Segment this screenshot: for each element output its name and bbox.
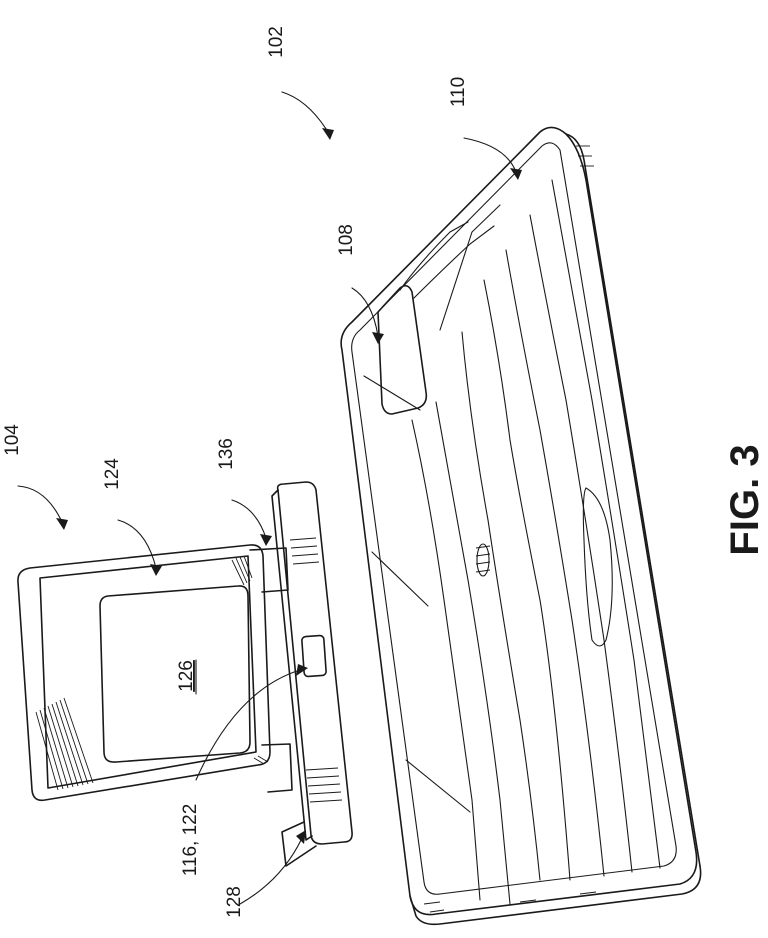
label-102: 102 — [266, 26, 287, 58]
leader-104 — [17, 485, 63, 523]
stand-hinge-tab-upper — [249, 547, 289, 593]
cover-trackpad — [582, 487, 613, 647]
figure-caption: FIG. 3 — [723, 444, 767, 555]
stand-window-126 — [99, 585, 251, 763]
leader-108 — [351, 287, 379, 337]
label-116-122: 116, 122 — [180, 804, 201, 877]
label-104: 104 — [2, 424, 23, 456]
connector-bar-hatching — [289, 537, 343, 803]
label-128: 128 — [224, 886, 245, 918]
connector-foot-128 — [281, 821, 317, 867]
label-136: 136 — [216, 438, 237, 470]
key-region-108 — [377, 284, 428, 415]
arrowhead-128 — [296, 830, 306, 844]
label-110: 110 — [448, 77, 469, 107]
arrowhead-108 — [372, 332, 384, 344]
cover-back-edge — [565, 133, 701, 867]
label-124: 124 — [102, 458, 123, 490]
cover-hinge-hatching — [475, 545, 491, 573]
stand-hatching — [35, 555, 269, 791]
label-126: 126 — [176, 660, 197, 692]
connector-bar-edge — [271, 489, 313, 841]
stand-assembly — [17, 544, 293, 802]
leader-128 — [239, 837, 303, 905]
stand-frame-inner-edge — [39, 555, 257, 789]
arrowhead-102 — [322, 128, 334, 140]
cover-side-edge — [409, 865, 702, 926]
cover-hatching — [423, 145, 597, 913]
leader-116-122 — [195, 669, 301, 781]
leader-102 — [281, 91, 329, 133]
cover-inner-border — [351, 142, 677, 895]
leader-110 — [463, 137, 517, 173]
cover-outer-top — [340, 126, 698, 916]
label-108: 108 — [336, 224, 357, 256]
arrowhead-116-122 — [296, 664, 308, 676]
leader-136 — [231, 499, 267, 539]
arrowhead-136 — [260, 534, 272, 546]
connector-port — [301, 634, 327, 678]
stand-frame-outer — [17, 544, 271, 802]
arrowhead-124 — [150, 564, 162, 576]
arrowhead-110 — [510, 168, 522, 180]
keyboard-cover — [340, 126, 702, 926]
stand-hinge-tab-lower — [261, 743, 293, 793]
arrowhead-104 — [56, 518, 68, 530]
connector-bar-body — [276, 481, 353, 845]
reference-numerals: 102 110 108 104 124 136 126 116, 122 128… — [2, 26, 767, 918]
leader-lines — [17, 91, 522, 905]
cover-hinge-detail — [476, 543, 490, 577]
connector-bar — [271, 481, 353, 867]
cover-fold-lines — [363, 375, 471, 813]
leader-124 — [117, 519, 157, 569]
cover-contours — [399, 179, 661, 905]
